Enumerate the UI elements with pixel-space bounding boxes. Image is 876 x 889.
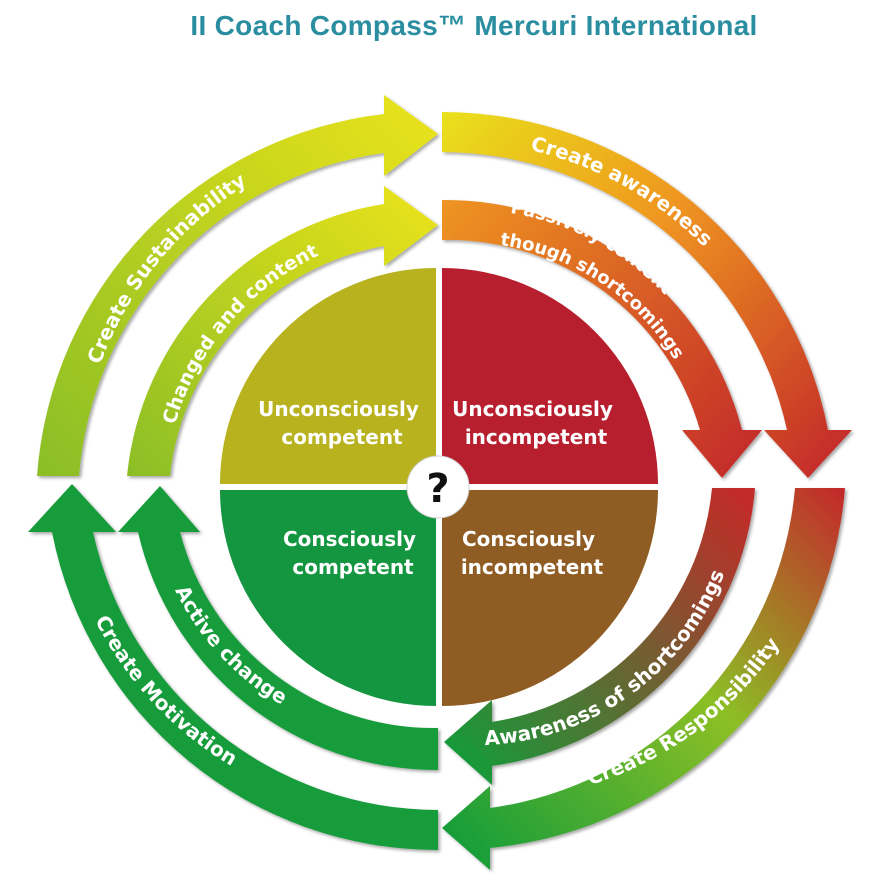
quadrant-label-consciously-incompetent: Consciously incompetent — [461, 527, 604, 579]
quadrant-label-unconsciously-incompetent: Unconsciously incompetent — [452, 397, 620, 449]
outer-ring — [28, 95, 852, 870]
outer-arrow-create-sustainability — [37, 95, 438, 476]
inner-ring — [118, 186, 762, 785]
quadrant-unconsciously-incompetent — [442, 268, 658, 484]
outer-arrow-create-awareness — [442, 111, 852, 478]
center-circle — [406, 455, 470, 519]
quadrant-label-consciously-competent: Consciously competent — [283, 527, 423, 579]
quadrant-unconsciously-competent — [220, 268, 436, 484]
inner-arrow-awareness-of-shortcomings — [444, 488, 755, 785]
inner-arrow-changed-and-content — [127, 186, 438, 476]
outer-arrow-create-motivation — [28, 484, 438, 851]
quadrant-consciously-competent — [220, 490, 436, 706]
outer-arrow-create-responsibility — [442, 488, 845, 870]
quadrant-consciously-incompetent — [442, 490, 658, 706]
inner-arrow-passively-content — [442, 199, 762, 478]
competence-quadrants: Unconsciously competent Unconsciously in… — [220, 268, 658, 706]
question-mark-icon: ? — [426, 466, 449, 512]
inner-arrow-active-change — [118, 486, 438, 771]
diagram-title: II Coach Compass™ Mercuri International — [190, 10, 758, 41]
quadrant-label-unconsciously-competent: Unconsciously competent — [258, 397, 426, 449]
